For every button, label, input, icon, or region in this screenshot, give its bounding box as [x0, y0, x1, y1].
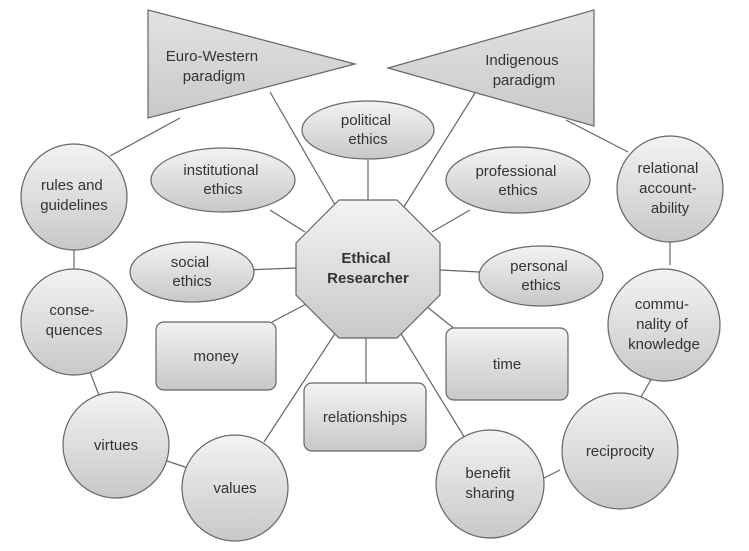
personal-ethics-label: personal ethics	[510, 258, 572, 294]
connector-center-institutional	[269, 209, 306, 233]
money-box	[155, 321, 277, 391]
connector-center-values	[263, 331, 337, 443]
connectors	[73, 91, 671, 481]
connector-euro-western-rules	[109, 117, 181, 157]
ethical-researcher-octagon	[295, 199, 441, 339]
social-ethics-ellipse	[129, 241, 255, 303]
connector-center-euro-western	[269, 91, 339, 211]
money-label: money	[193, 348, 239, 365]
social-ethics-label: social ethics	[171, 254, 214, 290]
relational-accountability-label: relational account- ability	[637, 160, 702, 217]
reciprocity-circle	[561, 392, 679, 510]
connector-center-benefit	[399, 331, 467, 441]
rules-and-guidelines-label: rules and guidelines	[40, 177, 108, 214]
connector-center-indigenous	[401, 92, 476, 211]
time-box	[445, 327, 569, 401]
benefit-sharing-circle	[435, 429, 545, 539]
connector-indigenous-relational	[565, 119, 629, 153]
ethical-researcher-label: Ethical Researcher	[327, 250, 409, 287]
communality-of-knowledge-circle	[607, 268, 721, 382]
benefit-sharing-label: benefit sharing	[465, 465, 514, 502]
rules-and-guidelines-circle	[20, 143, 128, 251]
euro-western-paradigm-triangle	[147, 9, 358, 119]
virtues-label: virtues	[94, 437, 138, 454]
virtues-circle	[62, 391, 170, 499]
institutional-ethics-label: institutional ethics	[183, 162, 262, 198]
connector-consequences-virtues	[89, 371, 101, 399]
relationships-label: relationships	[323, 409, 407, 426]
connector-center-professional	[431, 209, 471, 233]
professional-ethics-ellipse	[445, 146, 591, 214]
indigenous-paradigm-triangle	[385, 9, 595, 127]
communality-of-knowledge-label: commu- nality of knowledge	[628, 296, 700, 353]
time-label: time	[493, 356, 521, 373]
relational-accountability-circle	[616, 135, 724, 243]
political-ethics-ellipse	[301, 100, 435, 160]
relationships-box	[303, 382, 427, 452]
institutional-ethics-ellipse	[150, 147, 296, 213]
professional-ethics-label: professional ethics	[475, 163, 560, 199]
personal-ethics-ellipse	[478, 245, 604, 307]
consequences-label: conse- quences	[46, 302, 103, 339]
euro-western-paradigm-label: Euro-Western paradigm	[166, 48, 262, 85]
connector-center-money	[271, 301, 311, 323]
political-ethics-label: political ethics	[341, 112, 395, 148]
values-circle	[181, 434, 289, 542]
connector-center-time	[425, 305, 457, 331]
indigenous-paradigm-label: Indigenous paradigm	[485, 52, 563, 89]
connector-center-personal	[439, 269, 481, 273]
consequences-circle	[20, 268, 128, 376]
values-label: values	[213, 480, 256, 497]
reciprocity-label: reciprocity	[586, 443, 655, 460]
